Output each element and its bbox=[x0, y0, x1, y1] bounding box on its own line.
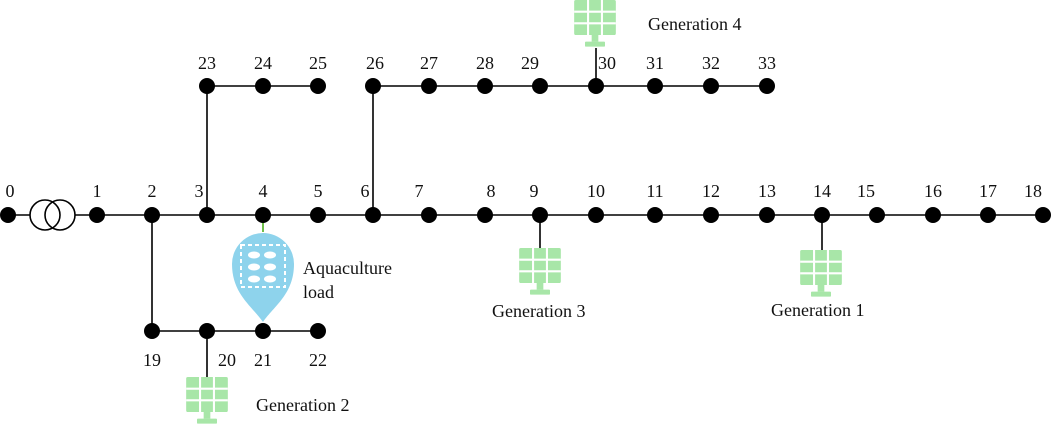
bus-node-21 bbox=[255, 323, 271, 339]
bus-node-17 bbox=[980, 207, 996, 223]
bus-node-16 bbox=[925, 207, 941, 223]
bus-label-12: 12 bbox=[702, 181, 720, 201]
fish-farm-icon bbox=[232, 233, 294, 322]
bus-node-32 bbox=[703, 78, 719, 94]
bus-node-5 bbox=[310, 207, 326, 223]
generation-1-label: Generation 1 bbox=[771, 300, 864, 320]
bus-node-18 bbox=[1035, 207, 1051, 223]
bus-labels: 0 1 2 3 4 5 6 7 8 9 10 11 12 13 14 15 16… bbox=[6, 53, 1043, 370]
solar-panel-icon bbox=[184, 377, 230, 425]
bus-label-27: 27 bbox=[420, 53, 438, 73]
bus-node-30 bbox=[588, 78, 604, 94]
bus-node-19 bbox=[144, 323, 160, 339]
bus-label-5: 5 bbox=[314, 181, 323, 201]
bus-label-8: 8 bbox=[487, 181, 496, 201]
aquaculture-load-label-line2: load bbox=[303, 282, 334, 302]
bus-node-11 bbox=[647, 207, 663, 223]
bus-label-1: 1 bbox=[93, 181, 102, 201]
bus-node-20 bbox=[199, 323, 215, 339]
generation-3-label: Generation 3 bbox=[492, 301, 585, 321]
bus-label-23: 23 bbox=[198, 53, 216, 73]
bus-label-25: 25 bbox=[309, 53, 327, 73]
aquaculture-load-label-line1: Aquaculture bbox=[303, 258, 392, 278]
bus-label-0: 0 bbox=[6, 181, 15, 201]
bus-node-2 bbox=[144, 207, 160, 223]
bus-node-1 bbox=[89, 207, 105, 223]
bus-node-31 bbox=[647, 78, 663, 94]
bus-label-20: 20 bbox=[218, 350, 236, 370]
bus-label-14: 14 bbox=[813, 181, 831, 201]
bus-node-14 bbox=[814, 207, 830, 223]
bus-label-32: 32 bbox=[702, 53, 720, 73]
bus-node-10 bbox=[588, 207, 604, 223]
bus-node-6 bbox=[365, 207, 381, 223]
bus-label-19: 19 bbox=[143, 350, 161, 370]
bus-node-15 bbox=[869, 207, 885, 223]
bus-node-23 bbox=[199, 78, 215, 94]
solar-panel-icon bbox=[517, 248, 563, 296]
bus-label-22: 22 bbox=[309, 350, 327, 370]
bus-label-6: 6 bbox=[361, 181, 370, 201]
bus-node-3 bbox=[199, 207, 215, 223]
bus-label-2: 2 bbox=[148, 181, 157, 201]
bus-node-33 bbox=[759, 78, 775, 94]
bus-node-0 bbox=[0, 207, 16, 223]
generation-4-label: Generation 4 bbox=[648, 14, 741, 34]
bus-node-4 bbox=[255, 207, 271, 223]
bus-nodes bbox=[0, 78, 1051, 339]
bus-node-12 bbox=[703, 207, 719, 223]
bus-node-7 bbox=[421, 207, 437, 223]
bus-label-31: 31 bbox=[646, 53, 664, 73]
bus-label-10: 10 bbox=[587, 181, 605, 201]
bus-label-11: 11 bbox=[646, 181, 663, 201]
bus-label-17: 17 bbox=[979, 181, 997, 201]
solar-panel-icon bbox=[798, 250, 844, 298]
bus-label-4: 4 bbox=[259, 181, 268, 201]
solar-panel-icon bbox=[572, 0, 618, 48]
bus-label-9: 9 bbox=[530, 181, 539, 201]
bus-node-13 bbox=[759, 207, 775, 223]
bus-label-3: 3 bbox=[195, 181, 204, 201]
bus-node-28 bbox=[477, 78, 493, 94]
bus-label-26: 26 bbox=[366, 53, 384, 73]
bus-node-25 bbox=[310, 78, 326, 94]
bus-node-8 bbox=[477, 207, 493, 223]
bus-label-13: 13 bbox=[758, 181, 776, 201]
bus-label-24: 24 bbox=[254, 53, 272, 73]
bus-node-29 bbox=[532, 78, 548, 94]
bus-label-7: 7 bbox=[415, 181, 424, 201]
generation-2-label: Generation 2 bbox=[256, 395, 349, 415]
lines bbox=[8, 48, 1043, 378]
bus-node-24 bbox=[255, 78, 271, 94]
bus-node-22 bbox=[310, 323, 326, 339]
bus-label-33: 33 bbox=[758, 53, 776, 73]
bus-node-27 bbox=[421, 78, 437, 94]
bus-node-26 bbox=[365, 78, 381, 94]
bus-node-9 bbox=[532, 207, 548, 223]
transformer-icon bbox=[29, 199, 76, 231]
bus-label-18: 18 bbox=[1024, 181, 1042, 201]
bus-label-30: 30 bbox=[598, 53, 616, 73]
bus-label-16: 16 bbox=[924, 181, 942, 201]
bus-label-29: 29 bbox=[521, 53, 539, 73]
bus-label-21: 21 bbox=[254, 350, 272, 370]
bus-label-28: 28 bbox=[476, 53, 494, 73]
bus-label-15: 15 bbox=[857, 181, 875, 201]
